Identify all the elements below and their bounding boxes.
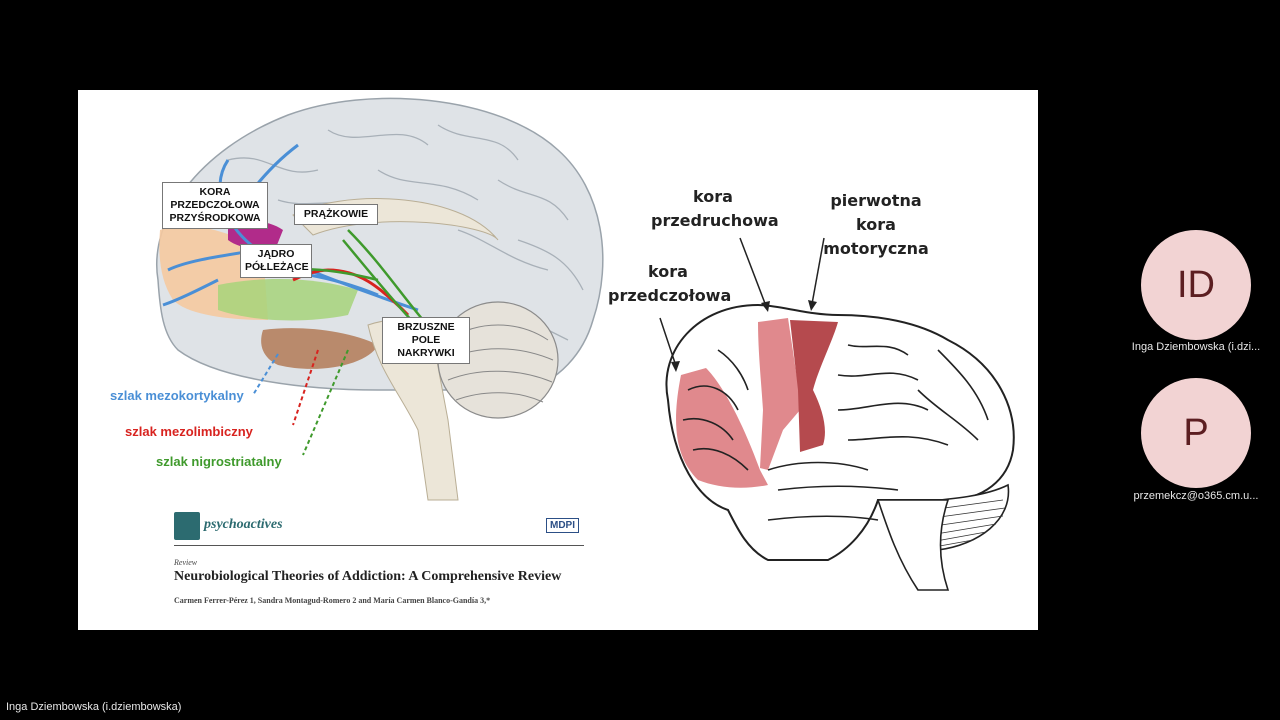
participant-avatar[interactable]: ID: [1141, 230, 1251, 340]
divider: [174, 545, 584, 546]
label-ventral-tegmental-area: BRZUSZNE POLE NAKRYWKI: [382, 317, 470, 364]
shared-slide: KORA PRZEDCZOŁOWA PRZYŚRODKOWA JĄDRO PÓŁ…: [78, 90, 1038, 630]
label-striatum: PRĄŻKOWIE: [294, 204, 378, 225]
label-prefrontal-cortex: kora przedczołowa: [608, 262, 732, 305]
article-title: Neurobiological Theories of Addiction: A…: [174, 569, 562, 584]
participant-avatar[interactable]: P: [1141, 378, 1251, 488]
journal-name: psychoactives: [204, 517, 283, 532]
journal-logo-icon: [174, 512, 200, 540]
participant-name: przemekcz@o365.cm.u...: [1133, 490, 1259, 502]
label-mesolimbic-pathway: szlak mezolimbiczny: [125, 424, 253, 439]
article-authors: Carmen Ferrer-Pérez 1, Sandra Montagud-R…: [174, 596, 491, 605]
label-nigrostriatal-pathway: szlak nigrostriatalny: [156, 454, 282, 469]
participant-initials: ID: [1177, 263, 1215, 306]
lateral-brain-diagram: [659, 237, 1015, 591]
article-type: Review: [174, 558, 198, 567]
label-medial-prefrontal-cortex: KORA PRZEDCZOŁOWA PRZYŚRODKOWA: [162, 182, 268, 229]
label-mesocortical-pathway: szlak mezokortykalny: [110, 388, 244, 403]
participant-initials: P: [1183, 411, 1209, 454]
participant-name: Inga Dziembowska (i.dzi...: [1131, 341, 1261, 353]
presenter-name: Inga Dziembowska (i.dziembowska): [6, 701, 182, 713]
label-primary-motor-cortex: pierwotna kora motoryczna: [823, 191, 929, 258]
sagittal-brain-diagram: [156, 97, 604, 501]
label-premotor-cortex: kora przedruchowa: [651, 187, 779, 230]
publisher-logo: MDPI: [546, 518, 579, 533]
label-nucleus-accumbens: JĄDRO PÓŁLEŻĄCE: [240, 244, 312, 278]
